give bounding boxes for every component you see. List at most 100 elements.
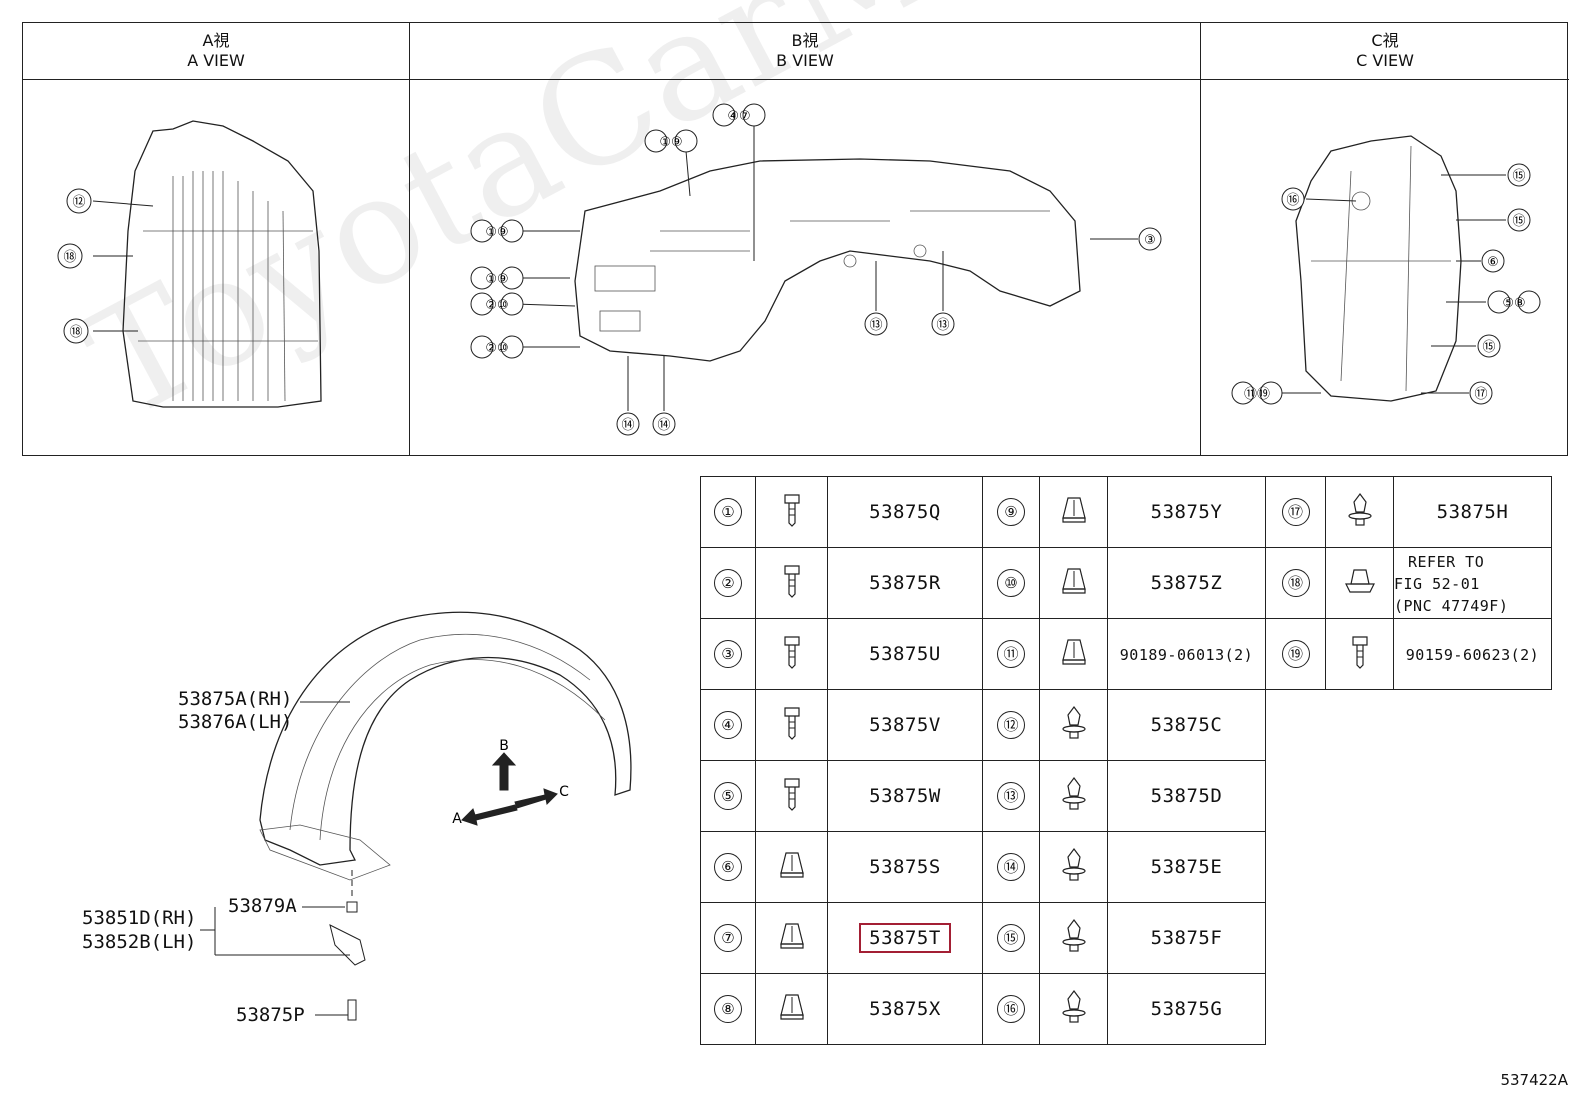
arrow-a-label: A xyxy=(452,811,462,827)
part-number-cell: REFER TO FIG 52-01 (PNC 47749F) xyxy=(1393,547,1552,619)
part-number[interactable]: REFER TO FIG 52-01 (PNC 47749F) xyxy=(1394,553,1509,615)
a-view-drawing: ⑫ ⑱ ⑱ xyxy=(57,120,322,408)
part-number[interactable]: 53875X xyxy=(869,998,941,1020)
ref-number: ⑭ xyxy=(997,853,1025,881)
c-callout-17: ⑰ xyxy=(1474,387,1487,402)
c-view-header: C視 C VIEW xyxy=(1201,23,1569,80)
b-view: B視 B VIEW xyxy=(410,23,1201,455)
clip-icon xyxy=(1039,689,1108,761)
part-number-cell: 53875Y xyxy=(1107,476,1266,548)
a-view-title-jp: A視 xyxy=(202,31,230,50)
part-number[interactable]: 53875S xyxy=(869,856,941,878)
ref-number: ② xyxy=(714,569,742,597)
views-panel: A視 A VIEW ⑫ ⑱ ⑱ xyxy=(22,22,1569,456)
part-number-cell: 90189-06013(2) xyxy=(1107,618,1266,690)
part-number[interactable]: 53875H xyxy=(1436,501,1509,523)
bolt-icon xyxy=(1325,618,1394,690)
part-number[interactable]: 90189-06013(2) xyxy=(1119,646,1254,664)
empty-cell xyxy=(1266,690,1552,761)
clip-icon xyxy=(1039,760,1108,832)
part-number[interactable]: 90159-60623(2) xyxy=(1405,646,1540,664)
a-view-title-en: A VIEW xyxy=(187,51,245,70)
c-callout-15a: ⑮ xyxy=(1512,169,1525,184)
nut-icon xyxy=(1039,547,1108,619)
part-number[interactable]: 53875R xyxy=(869,572,941,594)
b-callout-2-10b: ②⑩ xyxy=(485,341,508,356)
empty-cell xyxy=(1266,974,1552,1045)
part-number[interactable]: 53875E xyxy=(1150,856,1223,878)
part-number[interactable]: 53875V xyxy=(869,714,941,736)
ref-number: ⑤ xyxy=(714,782,742,810)
nut-icon xyxy=(1039,618,1108,690)
ref-number: ⑧ xyxy=(714,995,742,1023)
part-number-cell: 53875Q xyxy=(827,476,983,548)
a-callout-18: ⑱ xyxy=(63,250,76,265)
ref-number-cell: ⑱ xyxy=(1265,547,1326,619)
nut-icon xyxy=(755,831,828,903)
c-view-title-en: C VIEW xyxy=(1356,51,1414,70)
ref-number-cell: ③ xyxy=(700,618,756,690)
clip-icon xyxy=(1325,476,1394,548)
c-callout-16: ⑯ xyxy=(1286,193,1299,208)
c-view-title-jp: C視 xyxy=(1371,31,1399,50)
bolt-icon xyxy=(755,476,828,548)
part-number[interactable]: 53875Z xyxy=(1150,572,1223,594)
part-number[interactable]: 53875G xyxy=(1150,998,1223,1020)
ref-number-cell: ⑧ xyxy=(700,973,756,1045)
part-number[interactable]: 53875F xyxy=(1150,927,1223,949)
ref-number-cell: ⑯ xyxy=(982,973,1040,1045)
part-number-cell: 53875E xyxy=(1107,831,1266,903)
ref-number: ⑯ xyxy=(997,995,1025,1023)
nut-icon xyxy=(755,902,828,974)
empty-cell xyxy=(1266,903,1552,974)
ref-number-cell: ⑮ xyxy=(982,902,1040,974)
part-number[interactable]: 53875W xyxy=(869,785,941,807)
clip-label: 53879A xyxy=(228,895,297,917)
part-number-cell: 53875X xyxy=(827,973,983,1045)
c-callout-11-19: ⑪⑲ xyxy=(1244,387,1270,402)
part-number[interactable]: 53875T xyxy=(859,923,951,953)
figure-number: 537422A xyxy=(1500,1071,1568,1089)
a-callout-18b: ⑱ xyxy=(69,325,82,340)
empty-cell xyxy=(1266,832,1552,903)
part-number[interactable]: 53875Y xyxy=(1150,501,1223,523)
bolt-icon xyxy=(755,689,828,761)
ref-number: ⑱ xyxy=(1281,569,1310,597)
part-number-cell: 53875F xyxy=(1107,902,1266,974)
part-number-cell: 90159-60623(2) xyxy=(1393,618,1552,690)
ref-number-cell: ⑩ xyxy=(982,547,1040,619)
bracket-rh-label: 53851D(RH) xyxy=(82,907,197,929)
ref-number: ⑩ xyxy=(997,569,1025,597)
arrow-c-label: C xyxy=(559,784,569,800)
b-callout-14a: ⑭ xyxy=(621,418,634,433)
ref-number: ⑲ xyxy=(1281,640,1310,668)
a-callout-12: ⑫ xyxy=(72,195,85,210)
part-number-cell: 53875U xyxy=(827,618,983,690)
part-number[interactable]: 53875U xyxy=(869,643,941,665)
part-number[interactable]: 53875D xyxy=(1150,785,1223,807)
bracket-lh-label: 53852B(LH) xyxy=(82,931,197,953)
ref-number-cell: ⑦ xyxy=(700,902,756,974)
liner-lh-label: 53876A(LH) xyxy=(178,711,293,733)
c-callout-15b: ⑮ xyxy=(1512,214,1525,229)
part-number[interactable]: 53875C xyxy=(1150,714,1223,736)
b-callout-2-10a: ②⑩ xyxy=(485,298,508,313)
ref-number: ⑰ xyxy=(1281,498,1310,526)
b-callout-3: ③ xyxy=(1144,233,1156,248)
a-view-header: A視 A VIEW xyxy=(23,23,409,80)
clip-icon xyxy=(1039,902,1108,974)
b-callout-13a: ⑬ xyxy=(869,318,882,333)
part-number[interactable]: 53875Q xyxy=(869,501,941,523)
b-callout-14b: ⑭ xyxy=(657,418,670,433)
c-callout-6: ⑥ xyxy=(1487,255,1499,270)
ref-number-cell: ⑭ xyxy=(982,831,1040,903)
table-row: ② 53875R ⑩ 53875Z ⑱ REFER TO FIG 52-01 (PNC 4… xyxy=(700,547,1552,619)
b-view-title-en: B VIEW xyxy=(776,51,834,70)
ref-number-cell: ⑤ xyxy=(700,760,756,832)
ref-number: ⑦ xyxy=(714,924,742,952)
liner-rh-label: 53875A(RH) xyxy=(178,688,293,710)
